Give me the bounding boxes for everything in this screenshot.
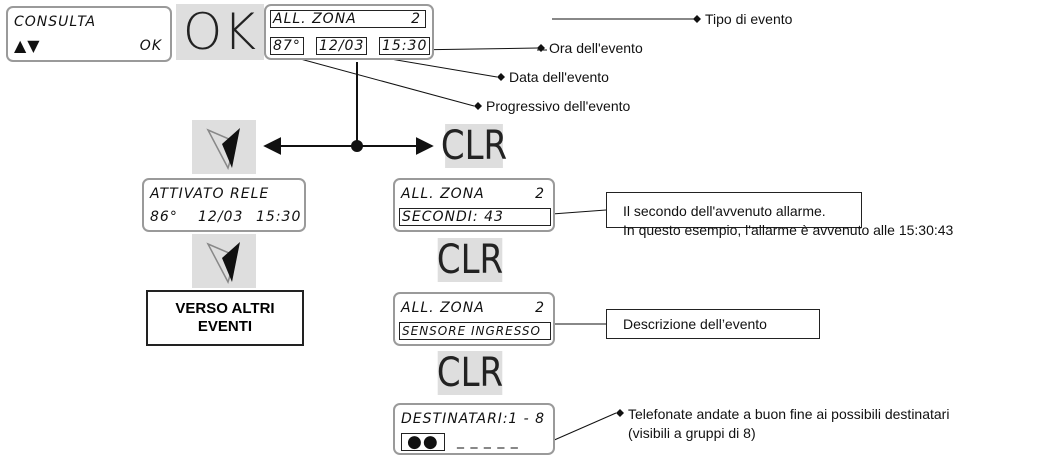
callout-event-progressive: Progressivo dell'evento <box>486 98 631 114</box>
event-progressive: 87° <box>270 37 304 55</box>
event-type-field: ALL. ZONA 2 <box>270 10 426 28</box>
event-lcd-panel: ALL. ZONA 2 87° 12/03 15:30 <box>264 4 434 60</box>
previous-event-time: 15:30 <box>256 209 302 225</box>
other-events-line1: VERSO ALTRI <box>175 300 275 317</box>
menu-title: CONSULTA <box>14 14 97 30</box>
diamond-bullet-icon <box>616 409 624 417</box>
previous-event-progressive: 86° <box>150 209 178 225</box>
seconds-note-line2: In questo esempio, l'allarme è avvenuto … <box>623 222 954 238</box>
recipients-lcd-panel: DESTINATARI: 1 - 8 ●● _ _ _ _ _ <box>393 403 555 455</box>
menu-lcd-panel: CONSULTA ▲▼ OK <box>6 6 172 62</box>
event-time: 15:30 <box>379 37 431 55</box>
previous-event-lcd-panel: ATTIVATO RELE 86° 12/03 15:30 <box>142 178 306 232</box>
seconds-note-box <box>606 192 862 228</box>
ok-hint: OK <box>139 38 162 54</box>
recipients-dots: ●● <box>401 433 445 451</box>
seconds-event-type-number: 2 <box>535 186 545 202</box>
clr-button-2[interactable]: CLR <box>436 237 504 283</box>
recipients-title: DESTINATARI: <box>401 411 509 427</box>
previous-event-type: ATTIVATO RELE <box>150 186 270 202</box>
diamond-bullet-icon <box>474 102 482 110</box>
diamond-bullet-icon <box>537 44 545 52</box>
scroll-down-button-2[interactable] <box>192 234 256 288</box>
recipients-dashes: _ _ _ _ _ <box>457 433 519 449</box>
description-event-type-number: 2 <box>535 300 545 316</box>
description-value: SENSORE INGRESSO <box>399 322 551 340</box>
seconds-value: SECONDI: 43 <box>399 208 551 226</box>
ok-button[interactable]: OK <box>176 3 264 61</box>
seconds-note-line1: Il secondo dell'avvenuto allarme. <box>623 203 826 219</box>
clr-button[interactable]: CLR <box>440 123 508 169</box>
callout-event-type: Tipo di evento <box>705 11 793 27</box>
callout-event-date: Data dell'evento <box>509 69 609 85</box>
callout-event-time: Ora dell'evento <box>549 40 643 56</box>
event-type: ALL. ZONA <box>273 11 357 27</box>
diamond-bullet-icon <box>497 73 505 81</box>
recipients-note-line1: Telefonate andate a buon fine ai possibi… <box>628 406 950 422</box>
description-note: Descrizione dell’evento <box>623 316 767 332</box>
description-event-type: ALL. ZONA <box>401 300 485 316</box>
event-type-number: 2 <box>411 11 421 27</box>
scroll-down-arrow-icon <box>206 242 240 284</box>
diamond-bullet-icon <box>693 15 701 23</box>
recipients-range: 1 - 8 <box>508 411 545 427</box>
seconds-lcd-panel: ALL. ZONA 2 SECONDI: 43 <box>393 178 555 232</box>
scroll-down-arrow-icon <box>206 128 240 170</box>
description-note-box <box>606 309 820 339</box>
scroll-down-button[interactable] <box>192 120 256 174</box>
seconds-event-type: ALL. ZONA <box>401 186 485 202</box>
up-down-arrows: ▲▼ <box>14 36 41 55</box>
clr-button-3[interactable]: CLR <box>436 350 504 396</box>
event-date: 12/03 <box>316 37 368 55</box>
previous-event-date: 12/03 <box>198 209 244 225</box>
other-events-line2: EVENTI <box>197 318 253 335</box>
recipients-note-line2: (visibili a gruppi di 8) <box>628 425 756 441</box>
description-lcd-panel: ALL. ZONA 2 SENSORE INGRESSO <box>393 292 555 346</box>
other-events-box: VERSO ALTRI EVENTI <box>146 290 304 346</box>
